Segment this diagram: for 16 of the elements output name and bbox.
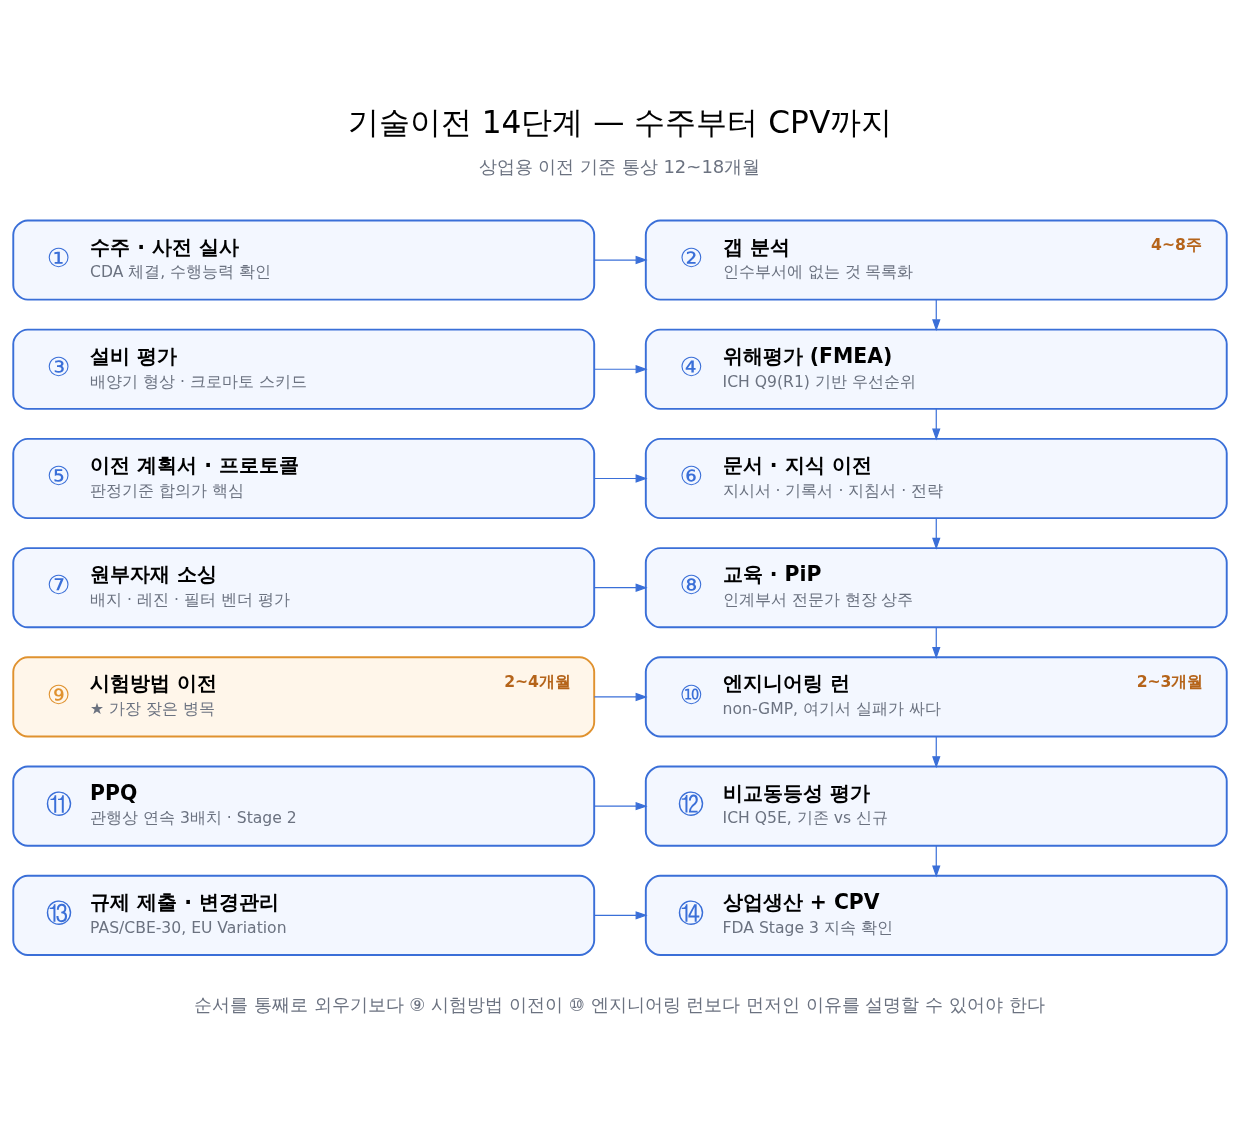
arrow bbox=[593, 692, 648, 701]
arrow bbox=[593, 473, 648, 483]
diagram-title: 기술이전 14단계 — 수주부터 CPV까지 bbox=[347, 103, 893, 140]
arrow bbox=[593, 583, 648, 592]
label: 상업용 이전 기준 통상 12~18개월 bbox=[478, 155, 761, 177]
arrow bbox=[932, 407, 941, 441]
arrow bbox=[932, 735, 941, 768]
arrow bbox=[593, 801, 648, 810]
caption: 순서를 통째로 외우기보다 ⑨ 시험방법 이전이 ⑩ 엔지니어링 런보다 먼저인 이유를 설명할 수 있어야 한다 bbox=[194, 993, 1045, 1015]
arrow bbox=[932, 517, 941, 550]
arrow bbox=[932, 844, 941, 877]
arrow bbox=[593, 364, 648, 373]
arrow bbox=[932, 626, 941, 659]
arrow bbox=[593, 255, 648, 264]
arrow bbox=[932, 298, 941, 331]
arrow bbox=[593, 910, 648, 920]
